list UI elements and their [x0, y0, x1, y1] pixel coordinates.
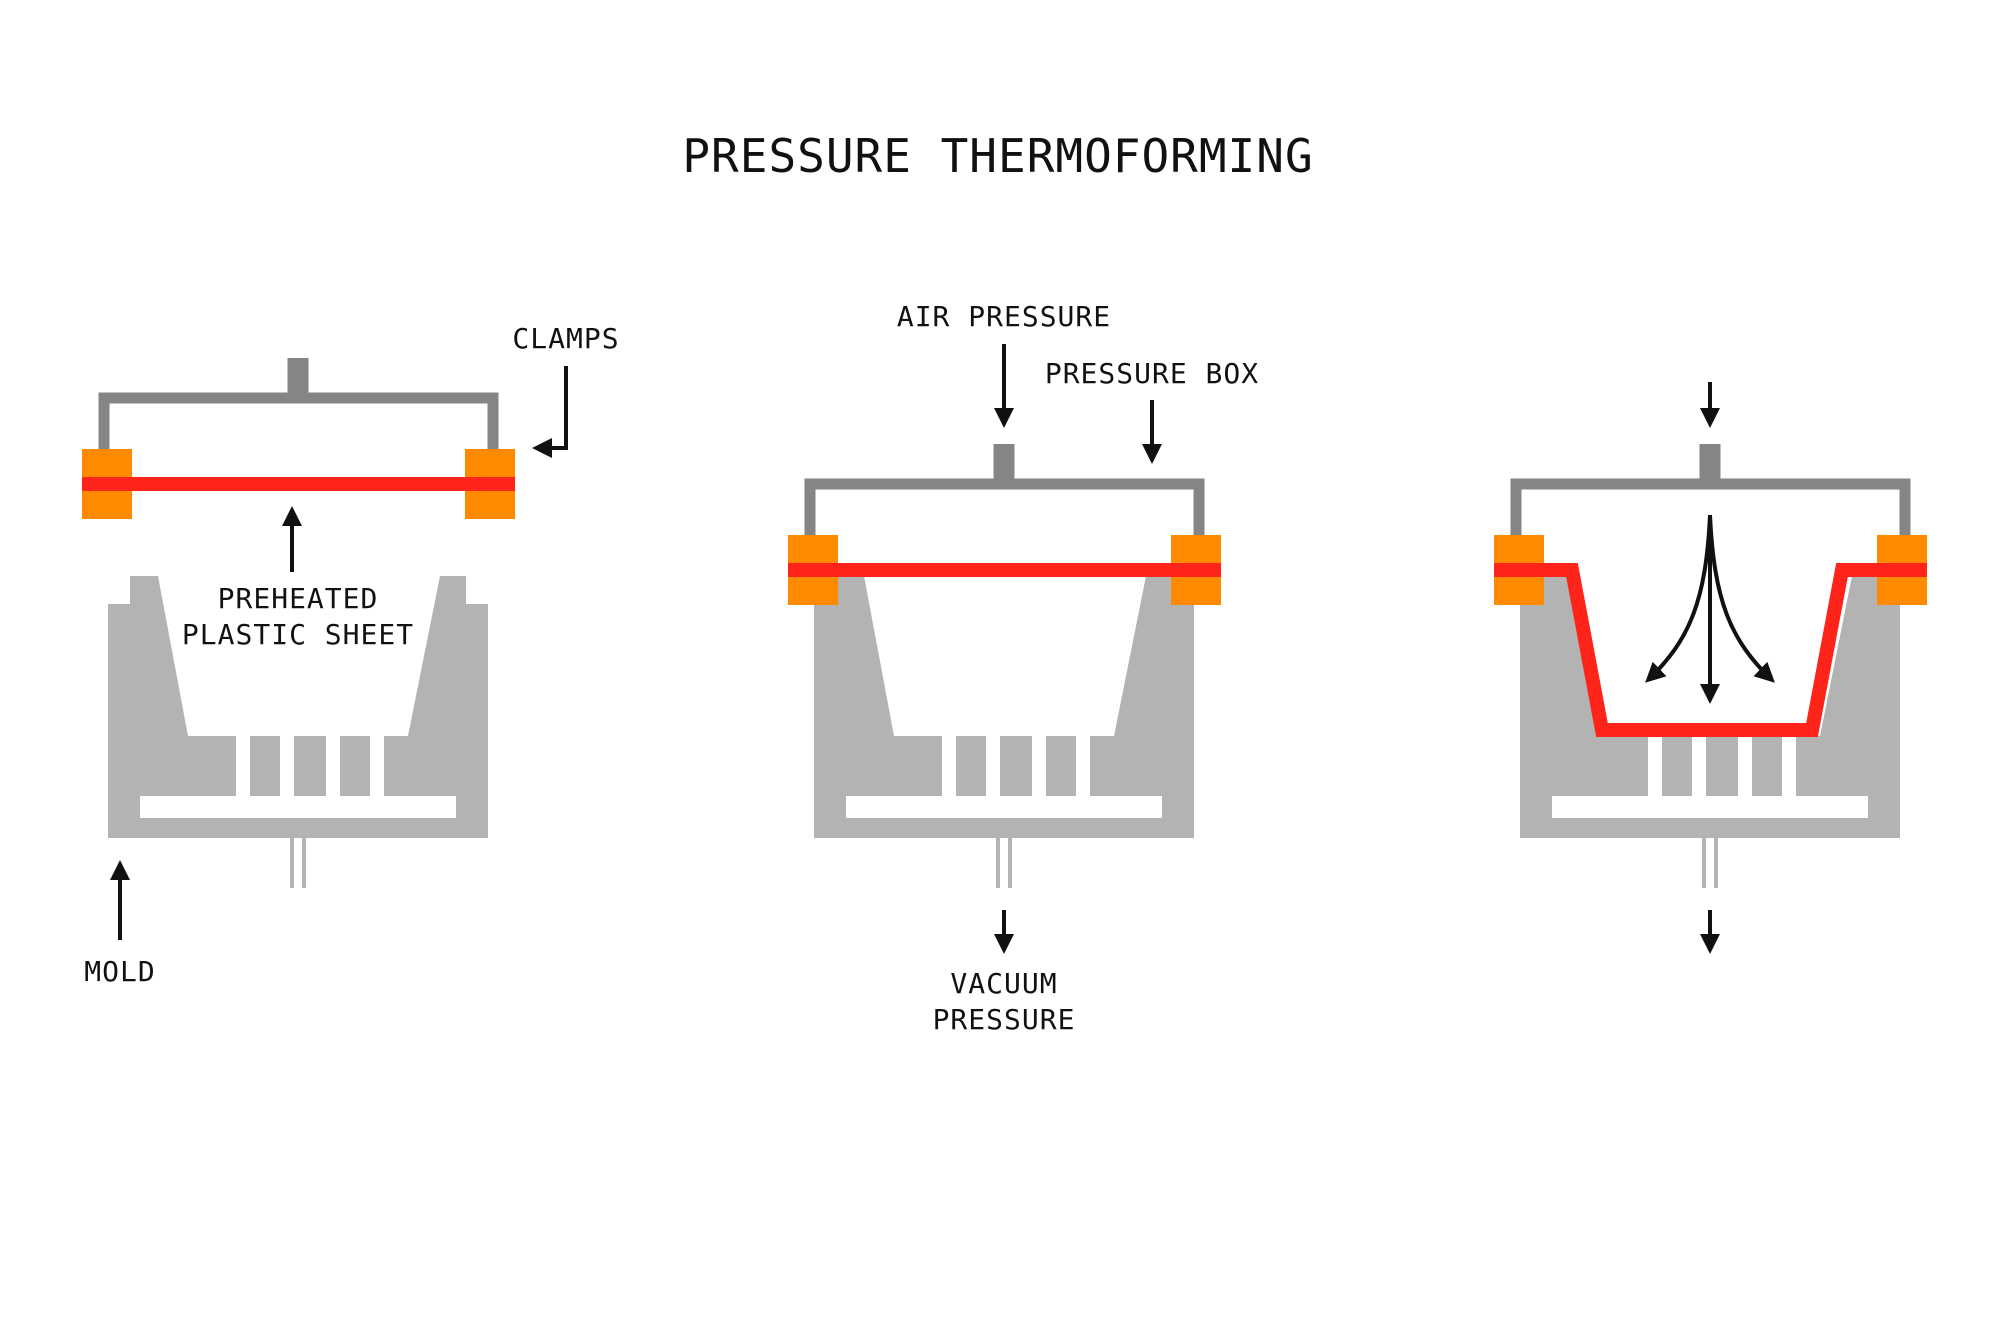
- panel-initial: CLAMPS PREHEATED PLASTIC SHEET MOLD: [82, 322, 619, 988]
- plastic-sheet: [788, 563, 1221, 577]
- pressure-box-label: PRESSURE BOX: [1045, 357, 1259, 390]
- vacuum-channel: [1552, 796, 1868, 818]
- clamps-label: CLAMPS: [512, 322, 619, 355]
- pressure-box: [1510, 444, 1911, 538]
- panel-formed: [1494, 382, 1927, 954]
- sheet-label-line1: PREHEATED: [218, 582, 379, 615]
- vacuum-pipe: [290, 818, 306, 888]
- diagram-title: PRESSURE THERMOFORMING: [682, 129, 1313, 183]
- vacuum-label-line1: VACUUM: [950, 967, 1057, 1000]
- vacuum-pipe: [996, 818, 1012, 888]
- clamps-arrow: [532, 366, 568, 458]
- sheet-label-line2: PLASTIC SHEET: [182, 618, 414, 651]
- mold: [1520, 576, 1900, 838]
- panel-clamped: AIR PRESSURE PRESSURE BOX VACUUM PRESSUR…: [788, 300, 1259, 1036]
- mold-body: [814, 576, 1194, 838]
- mold-body: [1520, 576, 1900, 838]
- vacuum-channel: [846, 796, 1162, 818]
- formed-sheet: [1494, 563, 1927, 737]
- pressure-box: [98, 358, 499, 452]
- vacuum-pipe: [1702, 818, 1718, 888]
- mold-body: [108, 576, 488, 838]
- vacuum-channel: [140, 796, 456, 818]
- pressure-box: [804, 444, 1205, 538]
- mold: [108, 576, 488, 838]
- air-pressure-label: AIR PRESSURE: [897, 300, 1111, 333]
- mold: [814, 576, 1194, 838]
- mold-label: MOLD: [84, 955, 155, 988]
- air-flow-left: [1645, 514, 1712, 683]
- plastic-sheet: [82, 477, 515, 491]
- vacuum-label-line2: PRESSURE: [933, 1003, 1076, 1036]
- air-flow-right: [1708, 514, 1775, 683]
- air-flow-arrows: [1645, 514, 1775, 704]
